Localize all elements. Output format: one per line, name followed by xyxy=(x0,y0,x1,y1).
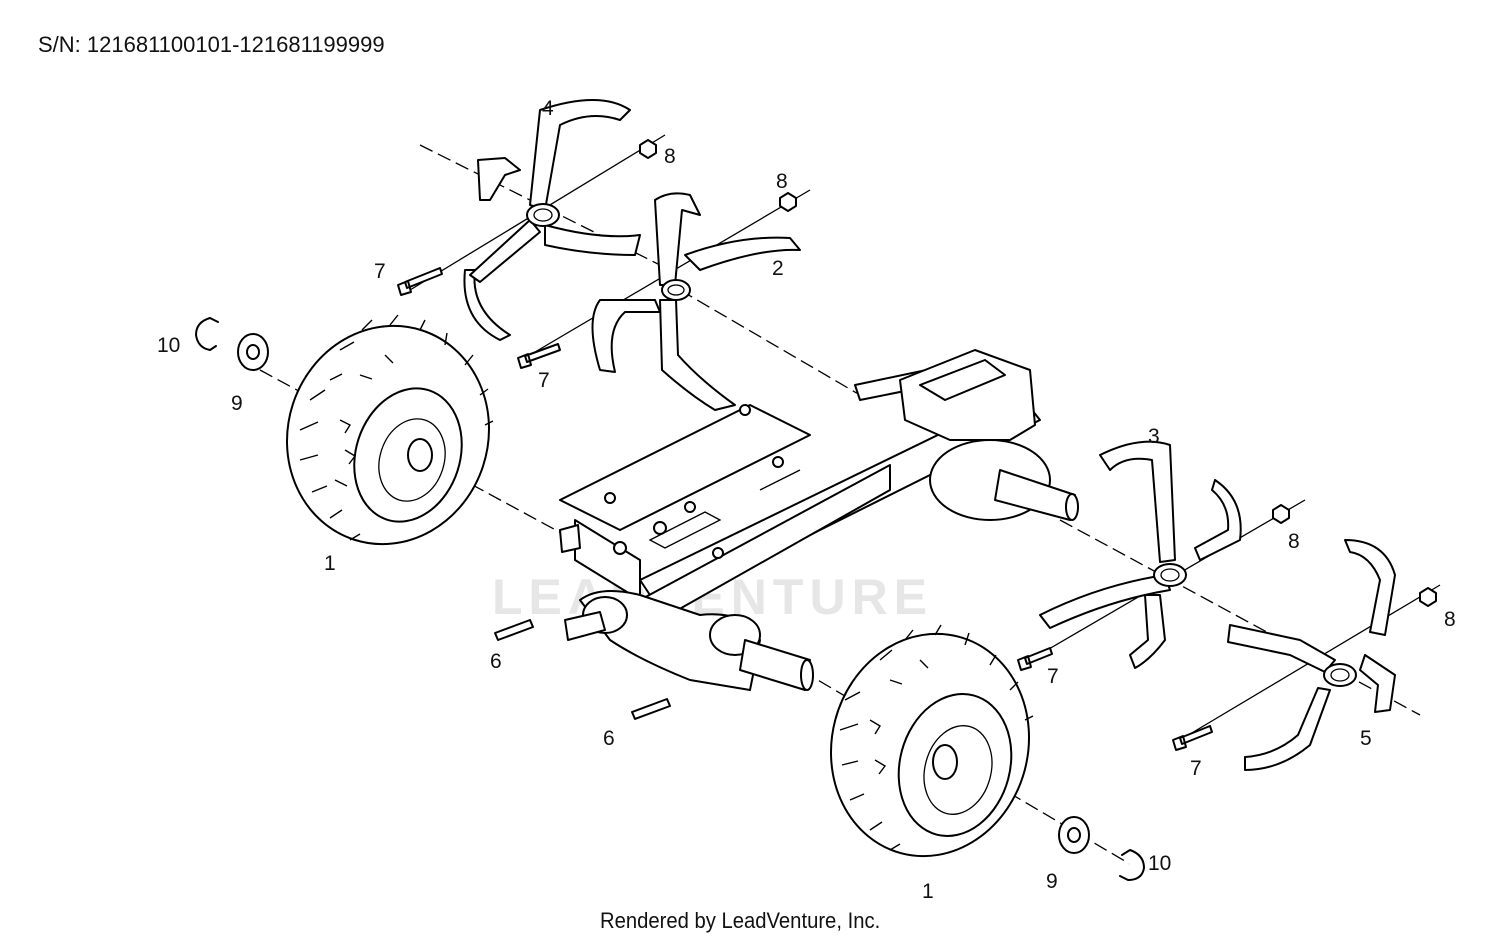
nuts xyxy=(639,139,1437,607)
nut-8a-icon xyxy=(639,139,657,159)
callout-9a: 9 xyxy=(231,392,243,415)
tine-assembly-5 xyxy=(1227,539,1396,771)
callout-6a: 6 xyxy=(490,650,502,673)
wheel-right xyxy=(830,624,1034,858)
callout-labels: 1 1 2 3 4 5 6 6 7 7 7 7 8 8 8 8 9 9 10 1… xyxy=(157,97,1456,903)
pin-6a-icon xyxy=(494,619,534,641)
callout-6b: 6 xyxy=(603,727,615,750)
callout-9b: 9 xyxy=(1046,870,1058,893)
callout-8d: 8 xyxy=(1444,608,1456,631)
tine-assembly-4 xyxy=(463,99,641,341)
bolt-7c-icon xyxy=(1017,647,1053,671)
nut-8d-icon xyxy=(1419,587,1437,607)
serial-number-range: S/N: 121681100101-121681199999 xyxy=(38,32,385,57)
callout-7b: 7 xyxy=(538,369,550,392)
clip-10b-icon xyxy=(1119,849,1145,881)
tine-assembly-2 xyxy=(591,192,801,411)
callout-5: 5 xyxy=(1360,727,1372,750)
bolt-7b-icon xyxy=(517,343,561,369)
callout-8b: 8 xyxy=(776,170,788,193)
callout-2: 2 xyxy=(772,257,784,280)
callout-1-left: 1 xyxy=(324,552,336,575)
rendered-by-credit: Rendered by LeadVenture, Inc. xyxy=(600,908,881,933)
callout-7d: 7 xyxy=(1190,757,1202,780)
nut-8c-icon xyxy=(1272,504,1290,524)
callout-8c: 8 xyxy=(1288,530,1300,553)
bolts xyxy=(397,267,1213,751)
bolt-7a-icon xyxy=(397,267,443,296)
pins xyxy=(494,619,671,720)
clip-10a-icon xyxy=(195,317,219,351)
callout-1-right: 1 xyxy=(922,880,934,903)
callout-8a: 8 xyxy=(664,145,676,168)
bolt-7d-icon xyxy=(1172,725,1213,751)
callout-10b: 10 xyxy=(1148,852,1171,875)
washers-and-clips xyxy=(195,317,1145,881)
pin-6b-icon xyxy=(631,698,671,720)
callout-4: 4 xyxy=(542,97,554,120)
nut-8b-icon xyxy=(779,192,797,212)
frame-and-transmission xyxy=(559,349,1079,691)
wheel-left xyxy=(286,314,494,546)
callout-7a: 7 xyxy=(374,260,386,283)
callout-3: 3 xyxy=(1148,425,1160,448)
tine-assembly-3 xyxy=(1039,440,1242,669)
callout-10a: 10 xyxy=(157,334,180,357)
callout-7c: 7 xyxy=(1047,665,1059,688)
